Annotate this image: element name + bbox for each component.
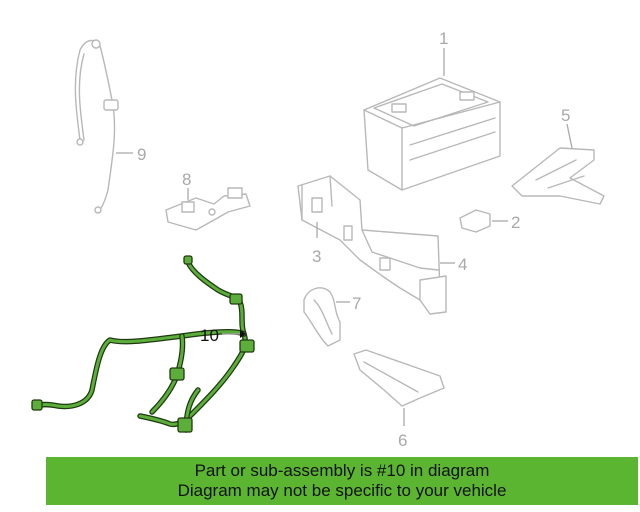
part-7-duct: [303, 287, 341, 347]
part-4-battery-tray: [297, 175, 447, 315]
part-2-clip: [459, 209, 491, 233]
part-8-bracket: [165, 187, 251, 231]
callout-2: 2: [511, 213, 520, 232]
part-6-cover: [353, 349, 445, 407]
callout-6: 6: [398, 431, 407, 450]
callout-9: 9: [137, 145, 146, 164]
callout-3: 3: [312, 247, 321, 266]
part-9-cable: [74, 39, 119, 214]
callout-10: 10: [200, 326, 219, 345]
callout-1: 1: [439, 29, 448, 48]
callout-5: 5: [561, 106, 570, 125]
part-5-bracket: [511, 147, 605, 205]
banner-line-2: Diagram may not be specific to your vehi…: [177, 481, 507, 500]
info-banner: Part or sub-assembly is #10 in diagram D…: [46, 457, 638, 505]
callout-7: 7: [352, 294, 361, 313]
parts-diagram: 9 8 1 5 2: [31, 29, 605, 450]
part-1-battery: [363, 77, 501, 191]
banner-line-1: Part or sub-assembly is #10 in diagram: [194, 461, 490, 480]
callout-4: 4: [458, 255, 467, 274]
callout-8: 8: [182, 170, 191, 189]
leader-10-arrow: [240, 330, 246, 338]
leader-5: [566, 123, 573, 149]
part-10-wiring-harness: [31, 255, 255, 433]
